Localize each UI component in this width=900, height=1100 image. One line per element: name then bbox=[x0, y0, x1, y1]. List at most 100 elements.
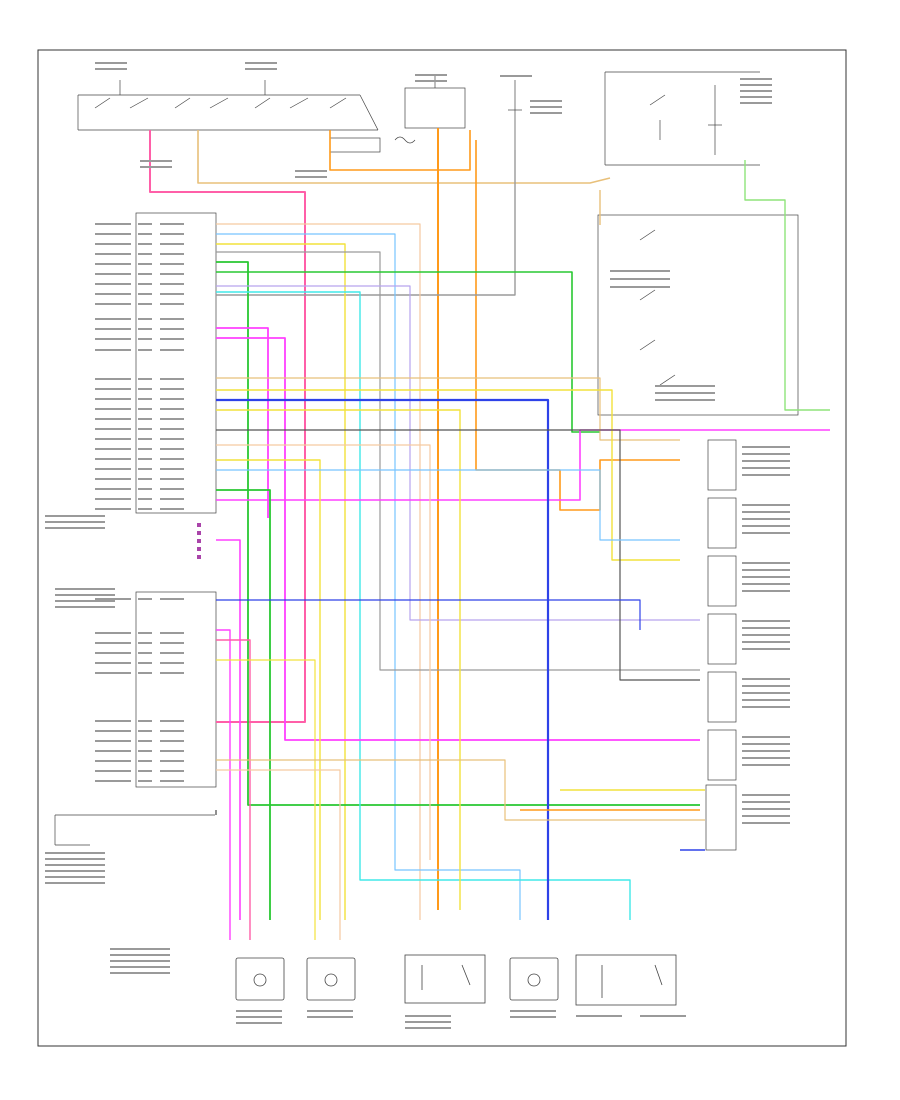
pin-label-bar bbox=[160, 780, 184, 782]
pin-label-bar bbox=[95, 730, 131, 732]
pin-label-bar bbox=[160, 338, 184, 340]
connector-pins-left bbox=[197, 523, 201, 559]
pin-label-bar bbox=[45, 527, 105, 529]
pin-label-bar bbox=[138, 652, 152, 654]
pin-label-bar bbox=[140, 166, 172, 168]
pin-label-bar bbox=[138, 318, 152, 320]
pin-label-bar bbox=[610, 278, 670, 280]
wire-row-3 bbox=[216, 243, 346, 920]
pin-label-bar bbox=[742, 532, 790, 534]
pin-label-bar bbox=[236, 1016, 282, 1018]
pin-label-bar bbox=[160, 750, 184, 752]
right-sensor-boxes bbox=[705, 439, 737, 851]
pin-label-bar bbox=[160, 318, 184, 320]
pin-label-bar bbox=[138, 338, 152, 340]
pin-label-bar bbox=[742, 627, 790, 629]
pin-label-bar bbox=[45, 858, 105, 860]
pin-label-bar bbox=[160, 283, 184, 285]
pin-label-bar bbox=[742, 743, 790, 745]
pin-label-bar bbox=[95, 598, 131, 600]
top-fuse-block bbox=[329, 75, 466, 153]
pin-label-bar bbox=[55, 606, 115, 608]
pin-label-bar bbox=[138, 273, 152, 275]
wire-blue-1 bbox=[216, 398, 550, 920]
pin-label-bar bbox=[742, 699, 790, 701]
pin-label-bar bbox=[160, 378, 184, 380]
wire-green-1 bbox=[216, 261, 700, 806]
wire-row-1 bbox=[216, 223, 421, 920]
pin-label-bar bbox=[95, 448, 131, 450]
pin-label-bar bbox=[742, 634, 790, 636]
pin-label-bar bbox=[95, 263, 131, 265]
pin-label-bar bbox=[655, 399, 715, 401]
pin-label-bar bbox=[138, 478, 152, 480]
pin-label-bar bbox=[95, 293, 131, 295]
pin-label-bar bbox=[742, 467, 790, 469]
pin-label-bar bbox=[742, 518, 790, 520]
pin-label-bar bbox=[95, 770, 131, 772]
pin-label-bar bbox=[138, 498, 152, 500]
bottom-actuators bbox=[235, 954, 677, 1006]
pin-label-bar bbox=[138, 428, 152, 430]
pin-label-bar bbox=[307, 1016, 353, 1018]
wire-magenta-1 bbox=[216, 327, 269, 518]
pin-label-bar bbox=[160, 448, 184, 450]
pin-label-bar bbox=[530, 112, 562, 114]
pin-label-bar bbox=[95, 672, 131, 674]
pin-label-bar bbox=[95, 508, 131, 510]
pin-label-bar bbox=[138, 598, 152, 600]
pin-label-bar bbox=[95, 642, 131, 644]
pin-label-bar bbox=[138, 750, 152, 752]
pin-label-bar bbox=[742, 678, 790, 680]
pin-label-bar bbox=[95, 438, 131, 440]
pin-label-bar bbox=[742, 808, 790, 810]
wire-gray-mid bbox=[216, 429, 700, 681]
pin-label-bar bbox=[95, 780, 131, 782]
pin-label-bar bbox=[138, 233, 152, 235]
pin-label-bar bbox=[740, 90, 772, 92]
pin-label-bar bbox=[95, 328, 131, 330]
pin-label-bar bbox=[95, 428, 131, 430]
pin-label-bar bbox=[95, 458, 131, 460]
pin-label-placeholders bbox=[45, 62, 790, 1029]
wire-tan-mid bbox=[216, 377, 680, 441]
pin-label-bar bbox=[95, 498, 131, 500]
pin-label-bar bbox=[160, 488, 184, 490]
pin-label-bar bbox=[576, 1015, 622, 1017]
wire-tan-top bbox=[197, 130, 611, 184]
pin-label-bar bbox=[95, 662, 131, 664]
pin-label-bar bbox=[95, 750, 131, 752]
pin-label-bar bbox=[95, 652, 131, 654]
wire-yellow-3 bbox=[216, 459, 321, 920]
pin-label-bar bbox=[160, 652, 184, 654]
pin-label-bar bbox=[95, 740, 131, 742]
pin-label-bar bbox=[138, 632, 152, 634]
pin-label-bar bbox=[160, 458, 184, 460]
pin-label-bar bbox=[160, 398, 184, 400]
pin-label-bar bbox=[160, 498, 184, 500]
pin-label-bar bbox=[95, 760, 131, 762]
pin-label-bar bbox=[138, 243, 152, 245]
pin-label-bar bbox=[95, 720, 131, 722]
pin-label-bar bbox=[160, 349, 184, 351]
wire-lavender bbox=[216, 285, 700, 621]
pin-label-bar bbox=[160, 253, 184, 255]
pin-label-bar bbox=[138, 293, 152, 295]
pin-label-bar bbox=[160, 388, 184, 390]
pin-label-bar bbox=[95, 408, 131, 410]
pin-label-bar bbox=[95, 223, 131, 225]
pin-label-bar bbox=[245, 68, 277, 70]
pin-label-bar bbox=[138, 223, 152, 225]
pin-label-bar bbox=[138, 398, 152, 400]
pin-label-bar bbox=[95, 632, 131, 634]
wire-magenta-3 bbox=[216, 429, 830, 501]
wire-peach-mid bbox=[216, 444, 431, 860]
pin-label-bar bbox=[138, 740, 152, 742]
pin-label-bar bbox=[160, 760, 184, 762]
pin-label-bar bbox=[530, 106, 562, 108]
pin-label-bar bbox=[160, 418, 184, 420]
pin-label-bar bbox=[95, 388, 131, 390]
pin-label-bar bbox=[742, 764, 790, 766]
pin-label-bar bbox=[742, 576, 790, 578]
